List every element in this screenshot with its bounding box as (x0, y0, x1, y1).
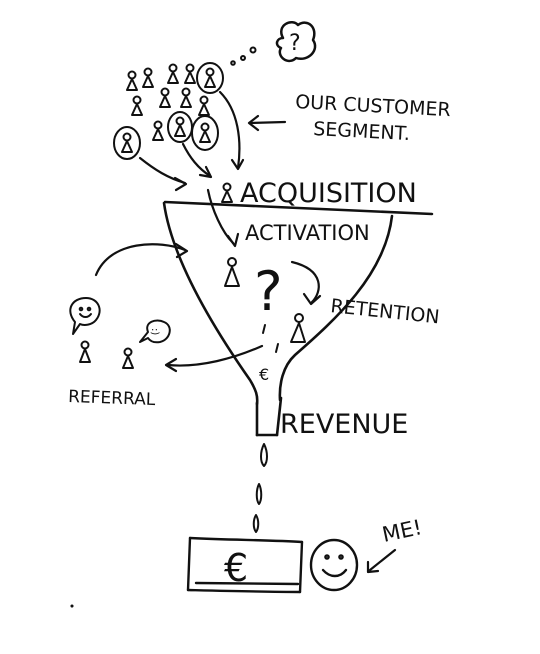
me-pointer-arrow (366, 548, 397, 574)
uncertainty-question-mark: ? (254, 260, 283, 323)
acquisition-to-activation-arrow (206, 188, 240, 248)
stage-activation-label: ACTIVATION (245, 221, 370, 245)
me-smiley-icon (309, 538, 359, 592)
referred-person-icon (122, 347, 134, 369)
segment-pointer-arrow (247, 114, 287, 132)
speech-bubble-smiley-text: :) (149, 328, 160, 335)
retention-to-referral-arrow (164, 344, 264, 373)
referrer-person-icon (79, 340, 91, 363)
cash-euro-symbol: € (224, 546, 248, 590)
retained-person-icon (290, 313, 306, 343)
person-icon (126, 70, 138, 91)
stage-acquisition-label: ACQUISITION (240, 178, 417, 209)
person-icon (159, 87, 171, 108)
stage-referral-label: REFERRAL (68, 387, 156, 410)
crowd-to-acquisition-arrows (138, 90, 245, 192)
talking-speech-bubble (139, 319, 171, 344)
referral-to-activation-arrow (94, 242, 189, 277)
circled-person-icon (196, 62, 224, 94)
revenue-drops (252, 443, 268, 533)
customer-segment-crowd (113, 62, 224, 160)
stage-retention-label: RETENTION (329, 295, 440, 328)
person-icon (198, 95, 210, 116)
person-icon (131, 95, 143, 116)
circled-person-icon (167, 111, 193, 143)
funnel (162, 200, 434, 437)
stray-mark (70, 604, 74, 608)
funnel-euro-symbol: € (259, 365, 269, 384)
person-icon (180, 87, 192, 108)
person-icon (167, 63, 179, 84)
circled-person-icon (191, 115, 219, 151)
circled-person-icon (113, 126, 141, 160)
person-icon (142, 67, 154, 88)
funnel-drips (262, 324, 279, 353)
thought-cloud: ? (230, 21, 317, 66)
me-label: ME! (380, 515, 424, 547)
happy-speech-bubble (69, 297, 101, 335)
stage-revenue-label: REVENUE (280, 409, 408, 440)
cash-box (186, 536, 304, 594)
customer-segment-label-line1: OUR CUSTOMER (295, 91, 451, 121)
activated-person-icon (224, 257, 240, 287)
person-icon (221, 182, 233, 203)
cloud-question-mark: ? (289, 31, 301, 56)
person-icon (184, 63, 196, 84)
activation-to-retention-arrow (290, 260, 322, 306)
person-icon (152, 120, 164, 141)
customer-segment-label-line2: SEGMENT. (313, 118, 411, 145)
